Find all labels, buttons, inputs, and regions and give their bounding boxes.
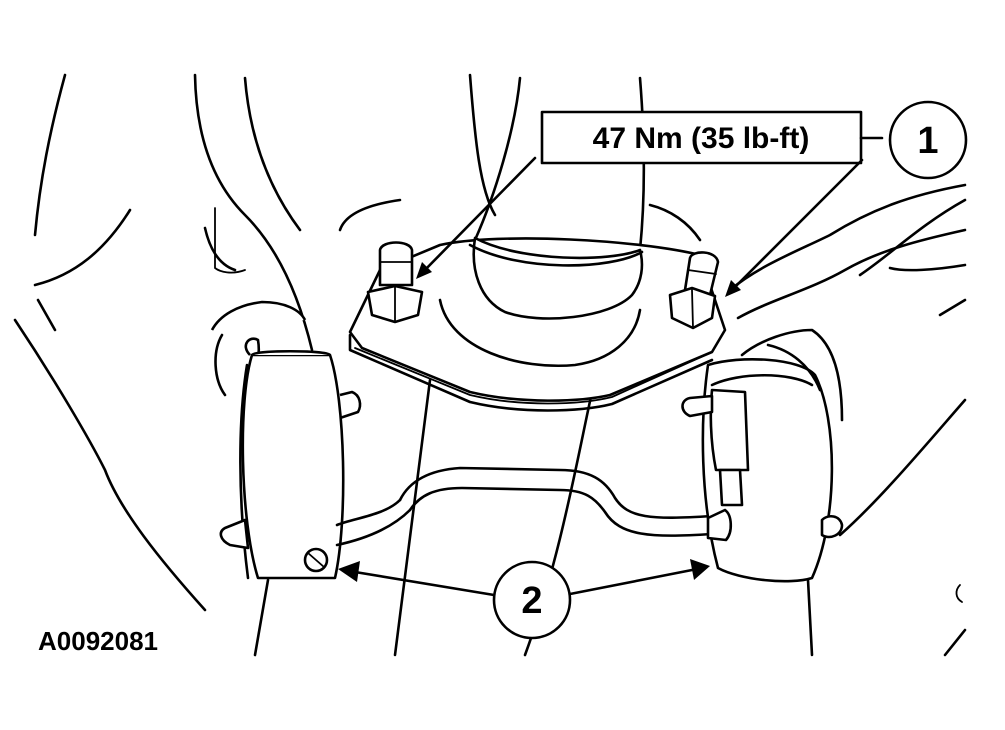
left-stud — [366, 241, 424, 324]
arrowhead-left-isolator — [338, 561, 360, 582]
isolator-callout: 2 — [338, 559, 710, 640]
leader-line-right-isolator — [568, 568, 694, 596]
leader-line-left-isolator — [353, 570, 496, 597]
callout-2-circle — [492, 560, 572, 640]
callout-2-number: 2 — [521, 580, 542, 622]
hanger-rod — [398, 466, 714, 537]
figure-id: A0092081 — [38, 626, 158, 656]
callout-1-circle — [888, 100, 968, 180]
callout-1-number: 1 — [917, 120, 938, 162]
arrowhead-left-stud — [416, 262, 432, 279]
torque-label-box — [540, 110, 863, 165]
leader-line-right-stud — [728, 158, 864, 294]
torque-callout: 47 Nm (35 lb-ft) 1 — [416, 100, 968, 297]
torque-label: 47 Nm (35 lb-ft) — [593, 122, 810, 155]
right-stud — [668, 251, 720, 330]
right-isolator — [681, 183, 967, 583]
arrowhead-right-isolator — [690, 559, 710, 580]
exhaust-pipe-flange — [338, 76, 727, 412]
leader-line-left-stud — [418, 156, 537, 277]
left-isolator — [210, 300, 412, 580]
body-outlines — [13, 73, 967, 657]
arrowhead-right-stud — [725, 280, 741, 297]
